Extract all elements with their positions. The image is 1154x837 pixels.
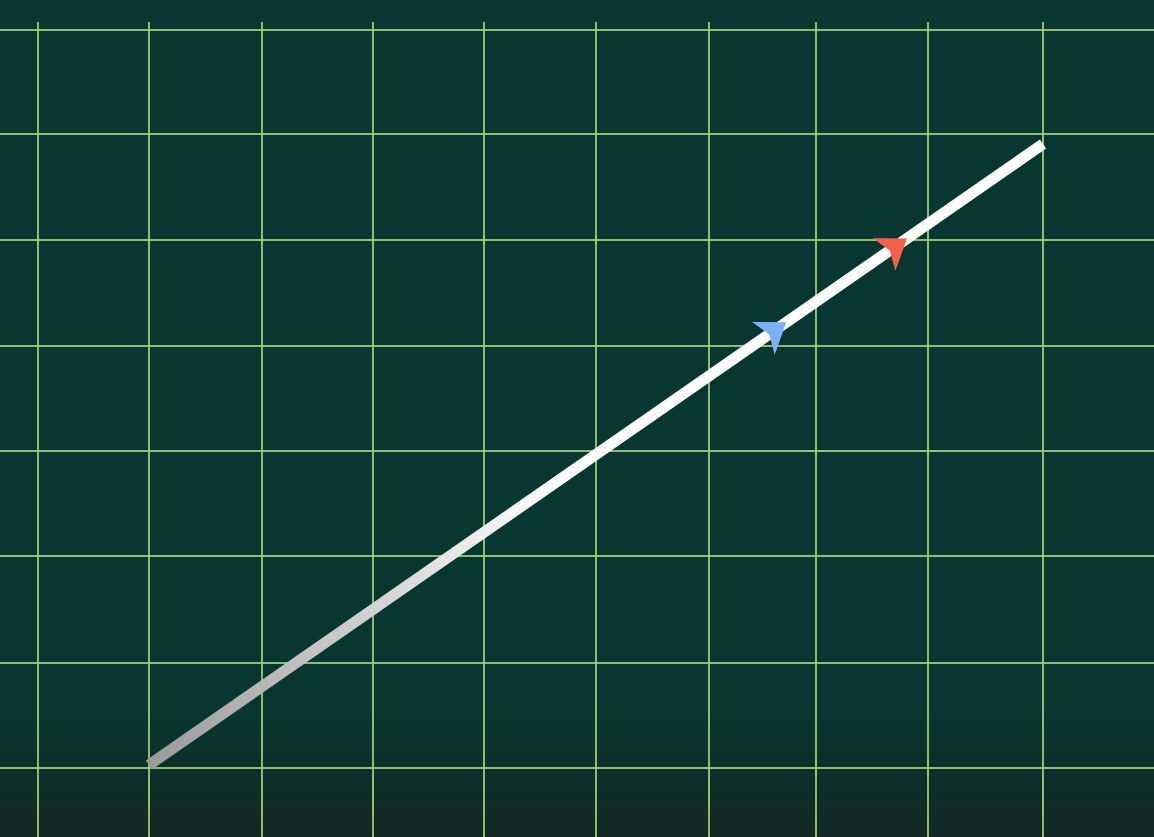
arrow-markers: [751, 238, 907, 355]
red-arrowhead-icon: [872, 238, 907, 271]
grid-lines: [0, 22, 1154, 837]
blue-arrowhead-icon: [751, 321, 787, 355]
